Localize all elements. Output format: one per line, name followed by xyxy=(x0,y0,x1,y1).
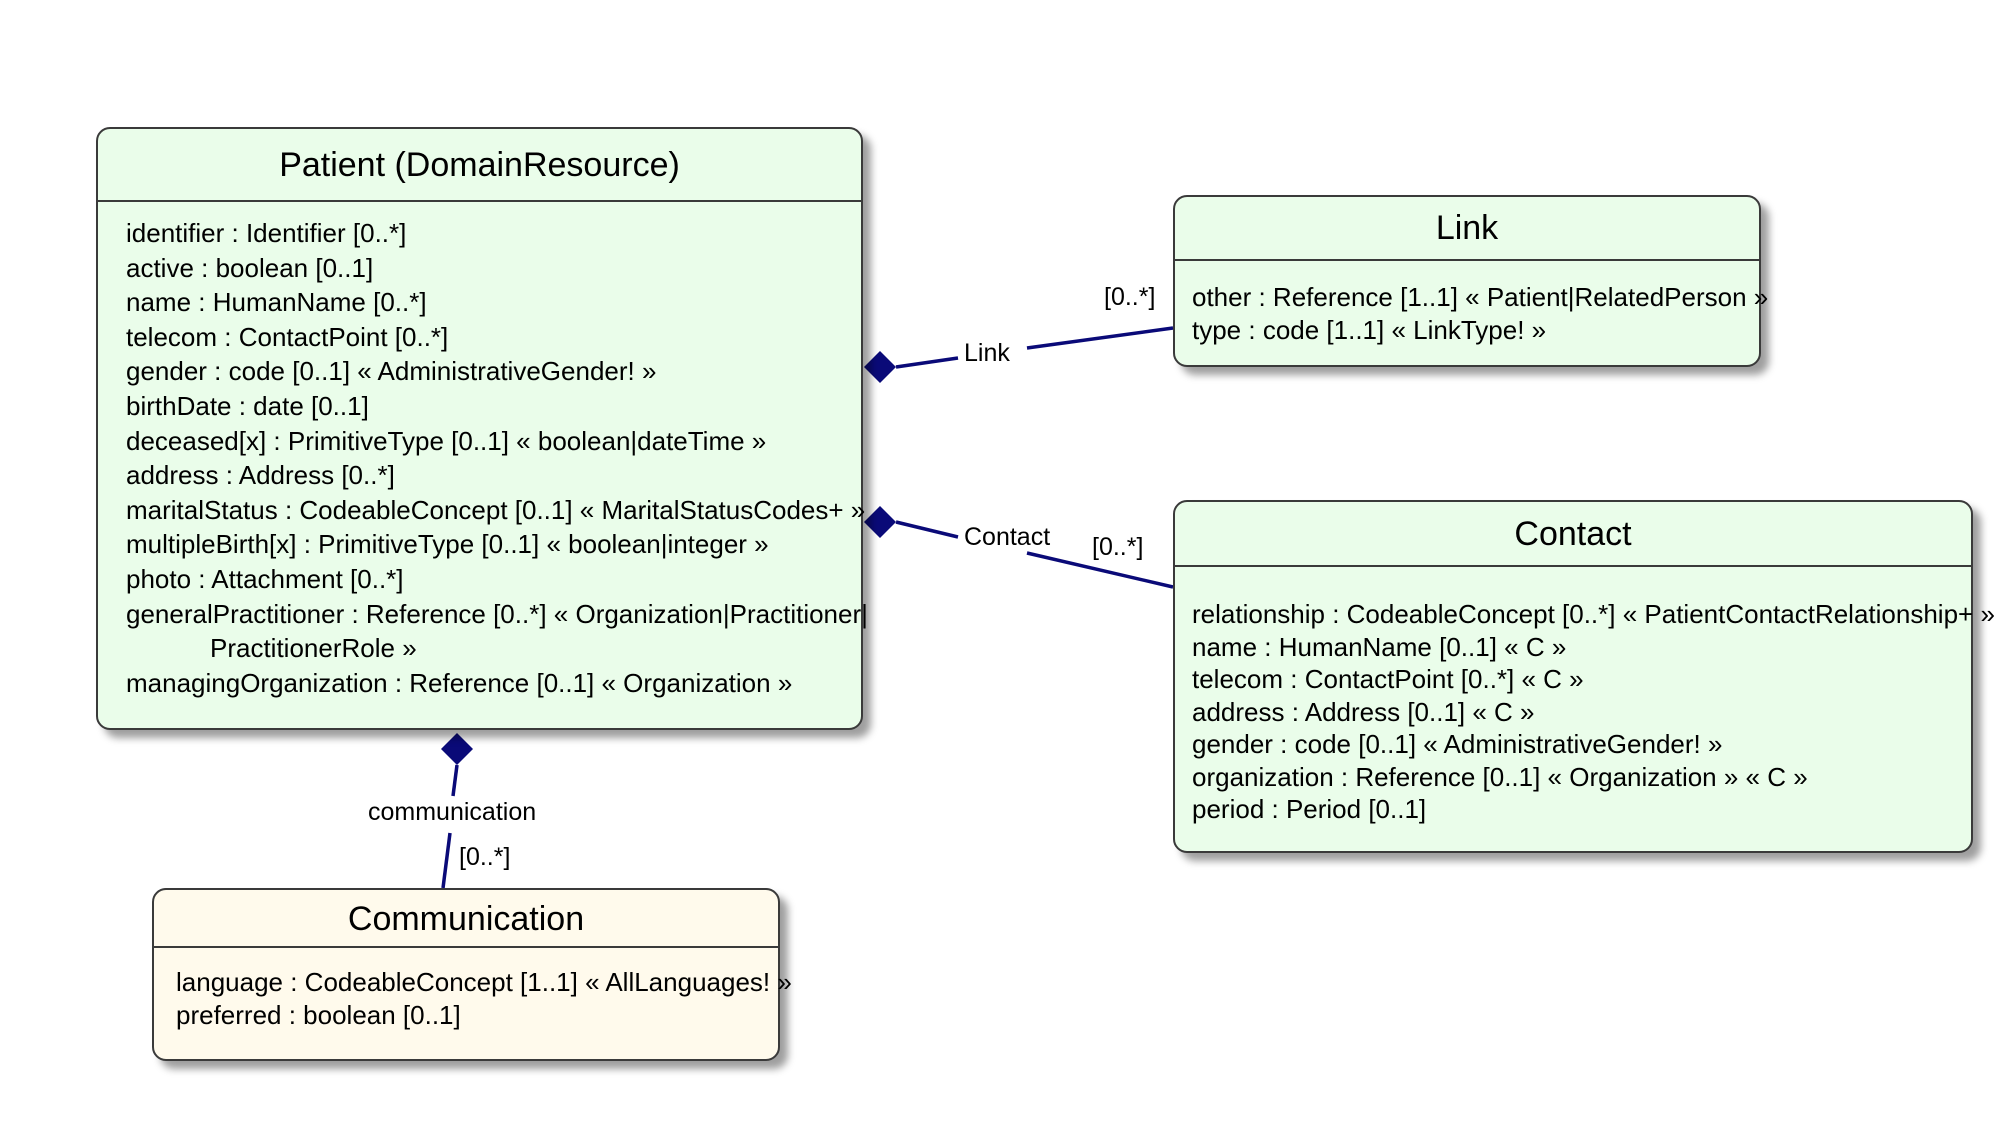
communication-association-line-end xyxy=(441,832,452,889)
contact-class-title: Contact xyxy=(1175,502,1971,567)
communication-class-title: Communication xyxy=(154,890,778,948)
link-class: Link other : Reference [1..1] « Patient|… xyxy=(1173,195,1769,367)
contact-attribute: telecom : ContactPoint [0..*] « C » xyxy=(1192,664,1584,694)
contact-attribute: address : Address [0..1] « C » xyxy=(1192,696,1535,727)
patient-attribute-continuation: PractitionerRole » xyxy=(210,633,417,664)
contact-attribute: name : HumanName [0..1] « C » xyxy=(1192,631,1567,662)
patient-attribute: gender : code [0..1] « AdministrativeGen… xyxy=(126,356,657,387)
link-class-title: Link xyxy=(1175,197,1759,261)
patient-attribute: photo : Attachment [0..*] xyxy=(126,563,404,594)
communication-association-line xyxy=(451,764,459,797)
communication-attribute: preferred : boolean [0..1] xyxy=(176,1000,461,1030)
contact-attribute: organization : Reference [0..1] « Organi… xyxy=(1192,761,1808,792)
communication-attribute: language : CodeableConcept [1..1] « AllL… xyxy=(176,967,792,997)
contact-multiplicity: [0..*] xyxy=(1092,533,1144,561)
contact-attribute: period : Period [0..1] xyxy=(1192,794,1427,824)
patient-attribute: telecom : ContactPoint [0..*] xyxy=(126,321,449,352)
communication-composition-diamond xyxy=(441,733,473,765)
link-multiplicity: [0..*] xyxy=(1104,283,1156,311)
patient-class: Patient (DomainResource) identifier : Id… xyxy=(96,127,868,730)
patient-attribute-list: identifier : Identifier [0..*] active : … xyxy=(98,202,868,700)
patient-attribute: deceased[x] : PrimitiveType [0..1] « boo… xyxy=(126,425,767,456)
patient-attribute: multipleBirth[x] : PrimitiveType [0..1] … xyxy=(126,529,769,560)
contact-association-line-end xyxy=(1026,551,1174,589)
patient-attribute: identifier : Identifier [0..*] xyxy=(126,218,407,248)
communication-multiplicity: [0..*] xyxy=(459,843,511,871)
communication-association-label: communication xyxy=(368,798,537,826)
contact-class: Contact relationship : CodeableConcept [… xyxy=(1173,500,1995,853)
patient-attribute: birthDate : date [0..1] xyxy=(126,390,369,421)
contact-attribute: gender : code [0..1] « AdministrativeGen… xyxy=(1192,729,1723,759)
link-attribute: type : code [1..1] « LinkType! » xyxy=(1192,315,1547,345)
link-composition-diamond xyxy=(864,351,896,383)
communication-attribute-list: language : CodeableConcept [1..1] « AllL… xyxy=(154,948,792,1032)
contact-association-line xyxy=(895,520,959,539)
contact-composition-diamond xyxy=(864,506,896,538)
patient-attribute: maritalStatus : CodeableConcept [0..1] «… xyxy=(126,494,866,525)
link-attribute: other : Reference [1..1] « Patient|Relat… xyxy=(1192,282,1769,312)
contact-association-label: Contact xyxy=(964,523,1051,551)
patient-class-title: Patient (DomainResource) xyxy=(98,129,861,202)
link-association-label: Link xyxy=(964,339,1010,367)
link-association-line-end xyxy=(1026,326,1174,350)
communication-class: Communication language : CodeableConcept… xyxy=(152,888,792,1061)
patient-attribute: address : Address [0..*] xyxy=(126,460,395,491)
link-association-line xyxy=(895,356,959,369)
patient-attribute: generalPractitioner : Reference [0..*] «… xyxy=(126,598,868,629)
contact-attribute: relationship : CodeableConcept [0..*] « … xyxy=(1192,599,1995,629)
patient-attribute: name : HumanName [0..*] xyxy=(126,287,427,318)
patient-attribute: active : boolean [0..1] xyxy=(126,252,374,283)
link-attribute-list: other : Reference [1..1] « Patient|Relat… xyxy=(1175,261,1769,347)
patient-attribute: managingOrganization : Reference [0..1] … xyxy=(126,667,793,698)
contact-attribute-list: relationship : CodeableConcept [0..*] « … xyxy=(1175,567,1995,826)
